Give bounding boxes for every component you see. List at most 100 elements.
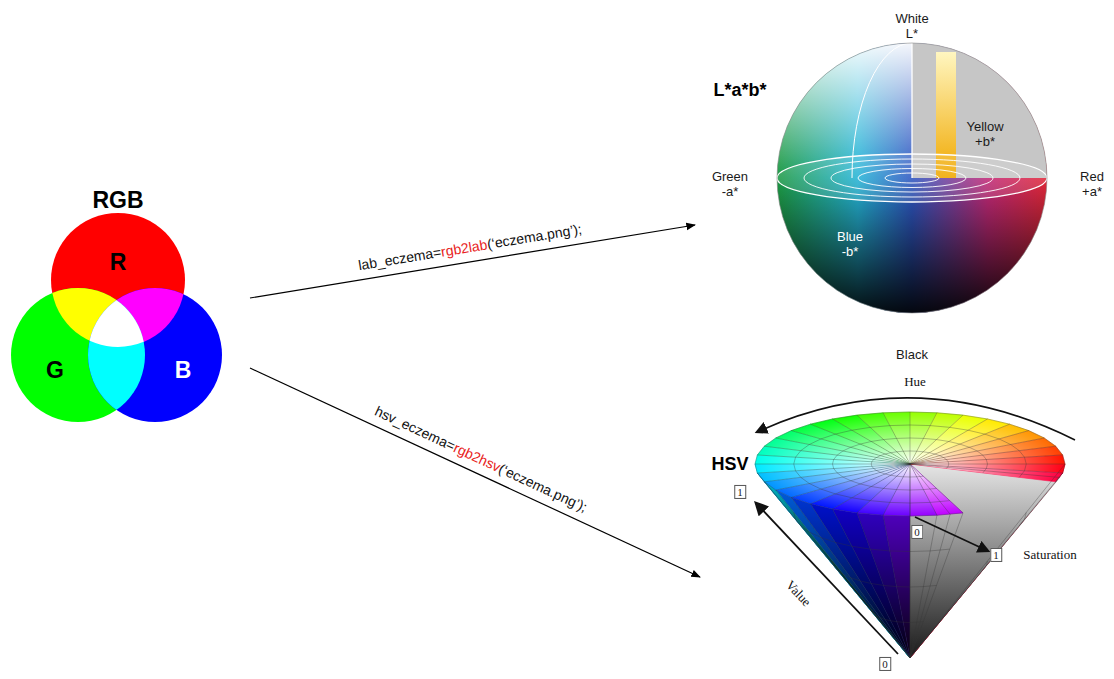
value-arrow xyxy=(756,503,898,654)
cone-grid xyxy=(946,460,948,462)
cone-grid xyxy=(880,472,885,474)
hsv-cone-node: HSVHueSaturationValue1010 xyxy=(700,372,1110,672)
cone-grid xyxy=(1019,451,1024,458)
arrow-connector xyxy=(250,368,700,577)
cone-grid xyxy=(1011,445,1020,451)
cone-grid xyxy=(857,513,883,515)
cone-grid xyxy=(883,585,896,586)
cone-grid xyxy=(999,439,1011,445)
cone-grid xyxy=(910,412,937,414)
cone-shade xyxy=(755,464,910,658)
axis-tick: 0 xyxy=(911,525,923,539)
cone-grid xyxy=(897,476,904,478)
cone-grid xyxy=(977,451,983,455)
cone-grid xyxy=(910,477,1060,658)
axis-tick: 0 xyxy=(879,657,891,671)
code-text: lab_eczema= xyxy=(357,244,442,273)
cone-grid xyxy=(935,454,940,456)
axis-label: Blue -b* xyxy=(837,230,863,260)
cone-grid xyxy=(910,455,1063,464)
axis-label: Green -a* xyxy=(712,170,748,200)
cone-grid xyxy=(810,504,832,509)
cone-grid xyxy=(874,468,877,470)
cone-grid xyxy=(860,484,871,487)
hsv-cone xyxy=(755,412,1065,658)
cone-grid xyxy=(1063,455,1065,464)
cone-grid xyxy=(1010,424,1029,430)
saturation-shade xyxy=(910,464,963,515)
blue-circle xyxy=(88,288,222,422)
figure-title: RGB xyxy=(92,187,143,213)
cone-grid xyxy=(1056,446,1063,455)
cone-grid xyxy=(833,415,857,419)
cone-grid xyxy=(937,413,963,415)
function-name: rgb2lab xyxy=(440,236,489,259)
cone-grid xyxy=(852,427,870,430)
meridian xyxy=(852,43,912,178)
cone-grid xyxy=(871,610,873,612)
cone-grid xyxy=(833,459,834,464)
code-label: lab_eczema=rgb2lab(‘eczema.png’); xyxy=(357,220,583,272)
cone-grid xyxy=(1044,438,1055,446)
cone-grid xyxy=(937,440,949,442)
cone-grid xyxy=(910,464,950,514)
saturation-arrow xyxy=(915,517,988,551)
cone-grid xyxy=(809,532,821,538)
cone-grid xyxy=(871,440,883,442)
cone-grid xyxy=(796,471,801,478)
cone-grid xyxy=(929,453,935,454)
cone-grid xyxy=(883,488,896,489)
cone-grid xyxy=(810,419,832,424)
cone-grid xyxy=(833,464,911,509)
cone-grid xyxy=(944,458,947,460)
cone-grid xyxy=(857,413,883,415)
axis-label: Value xyxy=(782,578,813,610)
cone-grid xyxy=(897,438,910,439)
cone-grid xyxy=(776,490,910,658)
cone-grid xyxy=(871,464,873,466)
cone-grid xyxy=(903,451,910,452)
cone-grid xyxy=(1029,431,1044,438)
cone-grid xyxy=(833,561,834,566)
cone-grid xyxy=(874,458,877,460)
cone-grid xyxy=(891,451,897,453)
cone-grid xyxy=(834,455,837,459)
cone-grid xyxy=(809,439,821,445)
cone-side-facet xyxy=(776,490,910,658)
cone-grid xyxy=(851,444,861,447)
blue-circle-node: B xyxy=(88,288,222,422)
cone-grid xyxy=(897,621,904,623)
sphere-dark xyxy=(777,43,1047,313)
cone-grid xyxy=(1024,457,1026,464)
cone-grid xyxy=(883,413,910,464)
cone-grid xyxy=(910,476,917,477)
axis-label: Saturation xyxy=(1023,548,1076,563)
cone-grid xyxy=(897,586,910,587)
cone-grid xyxy=(791,464,910,497)
cone-grid xyxy=(897,451,904,453)
saturation-shade xyxy=(910,464,1063,482)
cone-grid xyxy=(796,451,801,458)
cone-grid xyxy=(791,497,910,658)
cone-grid xyxy=(821,489,835,494)
cone-grid xyxy=(890,425,910,427)
cone-grid xyxy=(757,464,910,473)
code-text: (‘eczema.png’); xyxy=(496,460,590,515)
green-circle-node: G xyxy=(11,288,145,422)
cone-grid xyxy=(986,464,987,469)
cone-grid xyxy=(910,513,963,658)
cone-grid xyxy=(764,464,910,482)
space-title: HSV xyxy=(711,454,748,475)
cone-grid xyxy=(983,455,986,459)
cone-grid xyxy=(755,455,757,464)
cone-grid xyxy=(821,434,835,439)
arrow-connector xyxy=(250,225,695,298)
cone-grid xyxy=(801,477,810,483)
magenta-overlap xyxy=(88,288,222,422)
cone-grid xyxy=(910,502,930,504)
cone-grid xyxy=(910,464,937,515)
cone-grid xyxy=(755,464,757,473)
cone-grid xyxy=(883,515,910,517)
cone-grid xyxy=(885,453,891,454)
